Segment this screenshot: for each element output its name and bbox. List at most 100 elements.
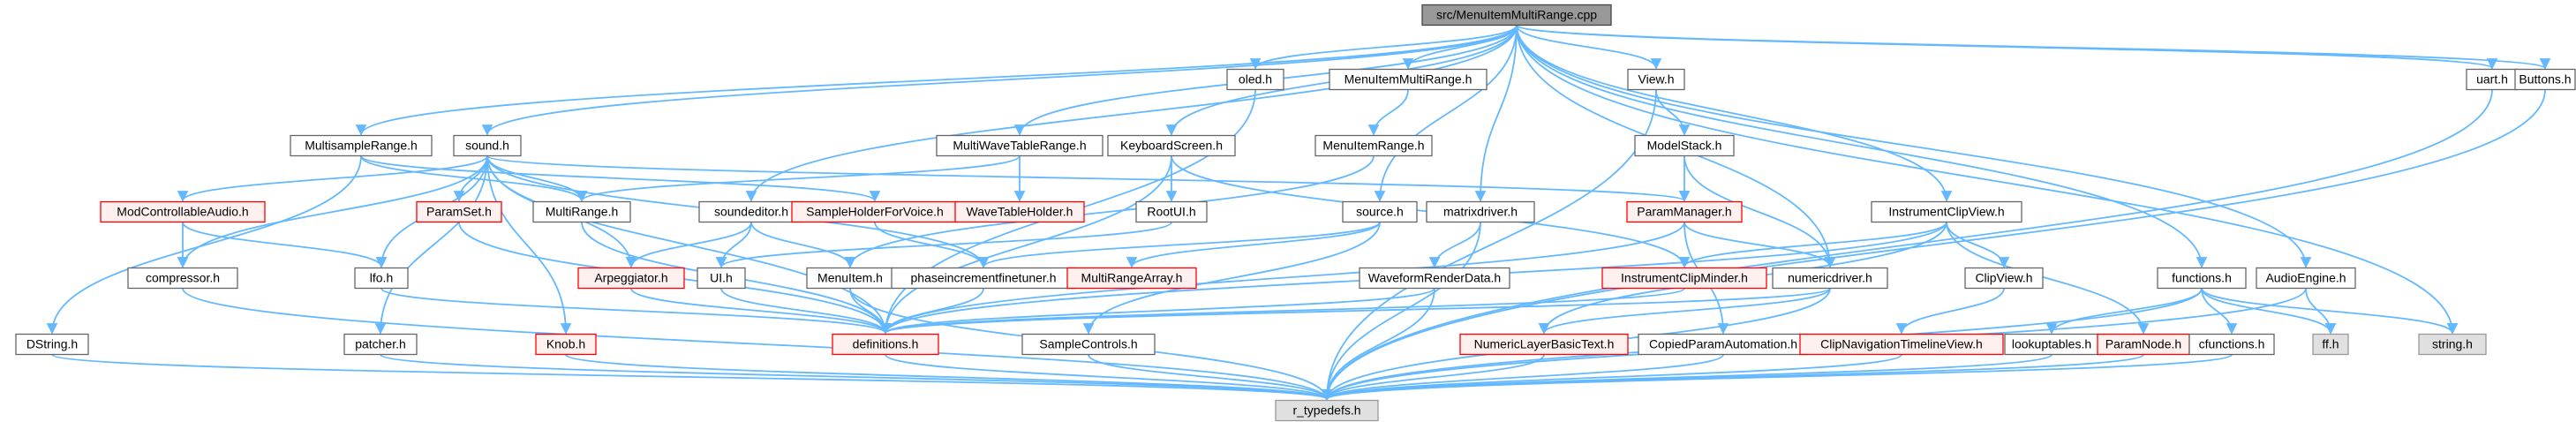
node-compressor[interactable]: compressor.h bbox=[127, 267, 238, 290]
node-copiedparamautomation[interactable]: CopiedParamAutomation.h bbox=[1638, 333, 1809, 356]
node-view[interactable]: View.h bbox=[1627, 68, 1685, 91]
edge-soundeditor-to-menuitem bbox=[750, 222, 856, 268]
node-label: sound.h bbox=[465, 139, 509, 153]
node-lookuptables[interactable]: lookuptables.h bbox=[2004, 333, 2099, 356]
node-box bbox=[832, 333, 939, 356]
node-label: src/MenuItemMultiRange.cpp bbox=[1436, 8, 1597, 22]
edge-instrumentclipview-to-instrumentclipminder bbox=[1678, 222, 1947, 268]
node-menuitem[interactable]: MenuItem.h bbox=[806, 267, 894, 290]
node-functions[interactable]: functions.h bbox=[2157, 267, 2247, 290]
edge-root-to-functions bbox=[1516, 25, 2208, 268]
node-wavetableholder[interactable]: WaveTableHolder.h bbox=[954, 200, 1085, 223]
node-label: lookuptables.h bbox=[2012, 337, 2091, 351]
edge-matrixdriver-to-r_typedefs bbox=[1321, 222, 1481, 401]
node-label: MenuItemMultiRange.h bbox=[1344, 72, 1473, 87]
node-label: MultiWaveTableRange.h bbox=[953, 139, 1086, 153]
edge-matrixdriver-to-waveformrenderdata bbox=[1428, 222, 1481, 268]
node-keyboardscreen[interactable]: KeyboardScreen.h bbox=[1107, 134, 1236, 157]
node-box bbox=[15, 333, 89, 356]
node-box bbox=[535, 333, 597, 356]
node-label: SampleControls.h bbox=[1039, 337, 1137, 351]
node-lfo[interactable]: lfo.h bbox=[354, 267, 409, 290]
node-label: UI.h bbox=[710, 271, 733, 285]
node-soundeditor[interactable]: soundeditor.h bbox=[698, 200, 804, 223]
node-patcher[interactable]: patcher.h bbox=[343, 333, 418, 356]
edge-numericdriver-to-definitions bbox=[880, 287, 1831, 335]
edge-sound-to-patcher bbox=[374, 155, 488, 335]
edge-root-to-string bbox=[1516, 25, 2459, 335]
node-dstring[interactable]: DString.h bbox=[15, 333, 89, 356]
node-label: ModelStack.h bbox=[1647, 139, 1722, 153]
node-buttons[interactable]: Buttons.h bbox=[2514, 68, 2576, 91]
node-paramset[interactable]: ParamSet.h bbox=[416, 200, 502, 223]
node-ui[interactable]: UI.h bbox=[697, 267, 746, 290]
node-box bbox=[954, 200, 1085, 223]
edge-menuitemmultirange-to-menuitemrange bbox=[1367, 89, 1409, 136]
node-waveformrenderdata[interactable]: WaveformRenderData.h bbox=[1359, 267, 1510, 290]
node-uart[interactable]: uart.h bbox=[2466, 68, 2519, 91]
node-arpeggiator[interactable]: Arpeggiator.h bbox=[577, 267, 685, 290]
node-ff[interactable]: ff.h bbox=[2312, 333, 2349, 356]
node-knob[interactable]: Knob.h bbox=[535, 333, 597, 356]
node-label: KeyboardScreen.h bbox=[1120, 139, 1223, 153]
edge-ui-to-definitions bbox=[720, 288, 892, 335]
node-multirangearray[interactable]: MultiRangeArray.h bbox=[1066, 267, 1197, 290]
node-numericdriver[interactable]: numericdriver.h bbox=[1772, 267, 1888, 290]
node-label: cfunctions.h bbox=[2199, 337, 2265, 351]
node-box bbox=[1772, 267, 1888, 290]
node-label: ClipView.h bbox=[1975, 271, 2032, 285]
node-box bbox=[1871, 200, 2022, 223]
edge-multisamplerange-to-multirange bbox=[360, 155, 588, 202]
edge-root-to-source bbox=[1374, 25, 1518, 202]
node-root[interactable]: src/MenuItemMultiRange.cpp bbox=[1421, 4, 1612, 26]
node-box bbox=[1329, 68, 1488, 91]
node-modelstack[interactable]: ModelStack.h bbox=[1634, 134, 1735, 157]
node-source[interactable]: source.h bbox=[1342, 200, 1418, 223]
node-oled[interactable]: oled.h bbox=[1226, 68, 1284, 91]
node-sampleholderforvoice[interactable]: SampleHolderForVoice.h bbox=[791, 200, 959, 223]
node-multisamplerange[interactable]: MultisampleRange.h bbox=[290, 134, 433, 157]
node-phaseincrementfinetuner[interactable]: phaseincrementfinetuner.h bbox=[891, 267, 1076, 290]
node-samplecontrols[interactable]: SampleControls.h bbox=[1021, 333, 1156, 356]
node-label: AudioEngine.h bbox=[2265, 271, 2346, 285]
node-multiwavetablerange[interactable]: MultiWaveTableRange.h bbox=[936, 134, 1103, 157]
node-paramnode[interactable]: ParamNode.h bbox=[2097, 333, 2190, 356]
edge-definitions-to-r_typedefs bbox=[885, 353, 1333, 401]
node-menuitemrange[interactable]: MenuItemRange.h bbox=[1314, 134, 1433, 157]
node-box bbox=[2188, 333, 2275, 356]
edge-instrumentclipview-to-clipview bbox=[1946, 222, 2010, 268]
node-menuitemmultirange[interactable]: MenuItemMultiRange.h bbox=[1329, 68, 1488, 91]
edge-buttons-to-r_typedefs bbox=[1321, 89, 2546, 401]
node-label: definitions.h bbox=[853, 337, 919, 351]
node-audioengine[interactable]: AudioEngine.h bbox=[2256, 267, 2356, 290]
node-instrumentclipminder[interactable]: InstrumentClipMinder.h bbox=[1601, 267, 1767, 290]
node-modcontrollableaudio[interactable]: ModControllableAudio.h bbox=[100, 200, 266, 223]
node-string[interactable]: string.h bbox=[2418, 333, 2487, 356]
node-sound[interactable]: sound.h bbox=[453, 134, 522, 157]
node-multirange[interactable]: MultiRange.h bbox=[532, 200, 631, 223]
edge-audioengine-to-ff bbox=[2305, 288, 2337, 335]
node-numericlayerbasictext[interactable]: NumericLayerBasicText.h bbox=[1459, 333, 1629, 356]
node-rootui[interactable]: RootUI.h bbox=[1135, 200, 1208, 223]
node-box bbox=[2157, 267, 2247, 290]
node-r_typedefs[interactable]: r_typedefs.h bbox=[1275, 399, 1379, 422]
node-label: MenuItem.h bbox=[817, 271, 883, 285]
node-clipview[interactable]: ClipView.h bbox=[1964, 267, 2044, 290]
node-cfunctions[interactable]: cfunctions.h bbox=[2188, 333, 2275, 356]
edge-root-to-oled bbox=[1249, 25, 1518, 70]
node-parammanager[interactable]: ParamManager.h bbox=[1626, 200, 1743, 223]
node-matrixdriver[interactable]: matrixdriver.h bbox=[1426, 200, 1535, 223]
node-box bbox=[532, 200, 631, 223]
node-box bbox=[2256, 267, 2356, 290]
node-label: functions.h bbox=[2172, 271, 2232, 285]
node-label: Arpeggiator.h bbox=[594, 271, 667, 285]
node-label: DString.h bbox=[26, 337, 78, 351]
node-label: ParamNode.h bbox=[2105, 337, 2181, 351]
edge-root-to-view bbox=[1516, 25, 1662, 70]
node-box bbox=[2312, 333, 2349, 356]
node-instrumentclipview[interactable]: InstrumentClipView.h bbox=[1871, 200, 2022, 223]
edge-functions-to-lookuptables bbox=[2045, 288, 2203, 335]
node-definitions[interactable]: definitions.h bbox=[832, 333, 939, 356]
node-clipnavigationtimelineview[interactable]: ClipNavigationTimelineView.h bbox=[1799, 333, 2004, 356]
